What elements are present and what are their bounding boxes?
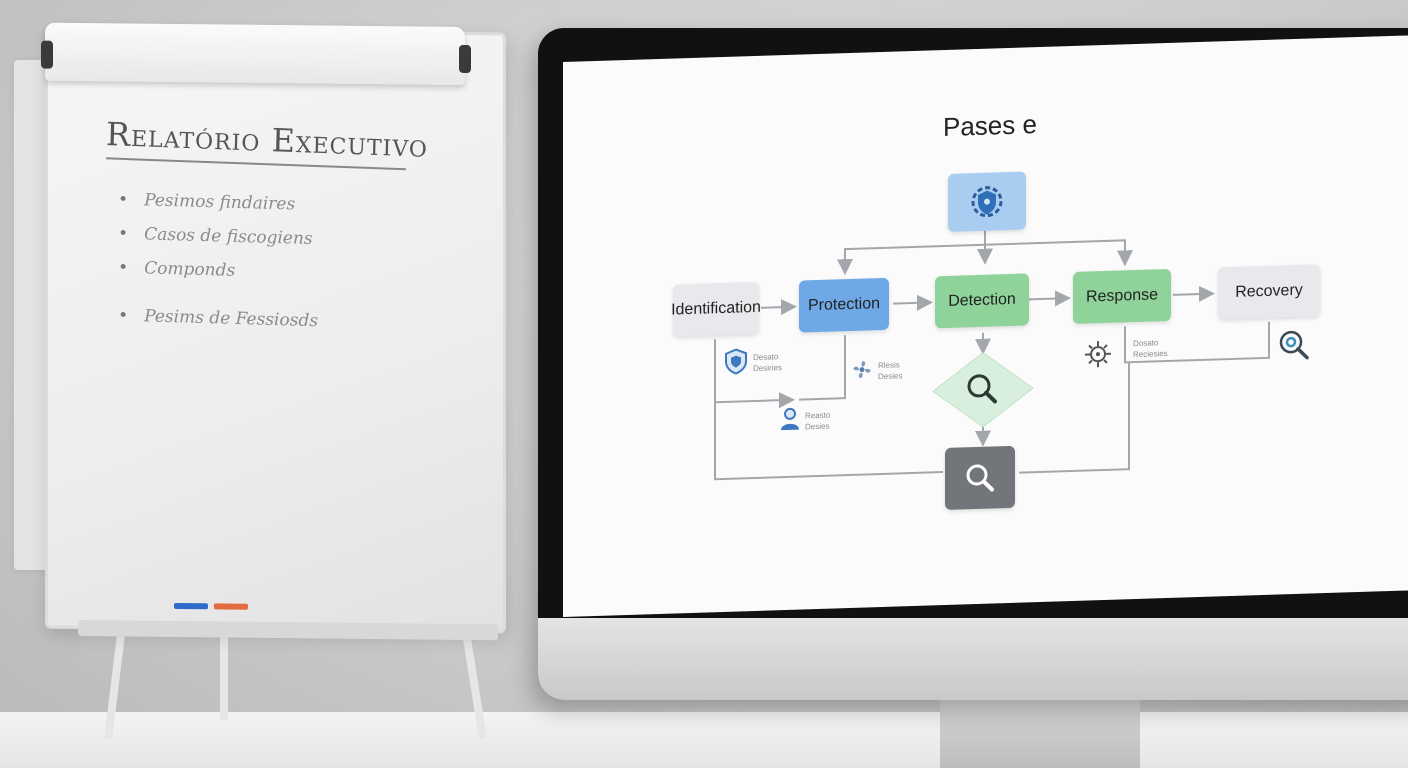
fan-icon [853, 361, 871, 379]
fan-caption: Rlesis Desies [878, 360, 903, 382]
marker-tray [78, 619, 498, 641]
orange-marker [214, 603, 248, 610]
phase-response[interactable]: Response [1073, 268, 1171, 324]
person-icon [781, 407, 799, 431]
flipchart-item: Pesims de Fessiosds [118, 306, 318, 346]
phase-protection[interactable]: Protection [799, 277, 889, 333]
clip-cap [459, 44, 471, 74]
flipchart-item: Pesimos findaires [118, 190, 318, 230]
analysis-node[interactable] [945, 445, 1015, 510]
security-shield-node[interactable] [948, 171, 1026, 232]
virus-icon [1085, 341, 1111, 368]
monitor-stand [940, 700, 1140, 768]
person-caption: Reasto Desies [805, 410, 831, 432]
flipchart-list: Pesimos findaires Casos de fiscogiens Co… [118, 190, 318, 346]
magnifier-icon [967, 374, 997, 404]
magnifier-icon [966, 464, 994, 492]
flipchart-title: Relatório Executivo [105, 115, 429, 165]
flipchart-item: Casos de fiscogiens [118, 224, 318, 264]
easel-leg [220, 610, 228, 720]
flipchart-item: Componds [118, 258, 318, 298]
clip-cap [41, 40, 53, 69]
flipchart-clip [41, 22, 471, 85]
shield-caption: Desato Desiries [753, 352, 782, 374]
phase-identification[interactable]: Identification [671, 281, 761, 337]
virus-caption: Dosato Reciesies [1133, 338, 1168, 360]
decision-diamond [932, 352, 1034, 428]
phase-detection[interactable]: Detection [935, 273, 1029, 329]
phase-recovery[interactable]: Recovery [1218, 264, 1320, 320]
flipchart-board: Relatório Executivo Pesimos findaires Ca… [41, 22, 506, 641]
blue-marker [174, 602, 208, 610]
desk-surface [0, 712, 1408, 768]
search-target-icon [1279, 330, 1309, 360]
monitor-chin [538, 618, 1408, 700]
flow-connectors [714, 230, 1270, 481]
gear-shield-icon [971, 186, 1003, 218]
screen-title: Pases e [943, 109, 1037, 143]
shield-icon [725, 348, 747, 375]
monitor-screen: Pases e Identification Protection Detect… [563, 35, 1408, 617]
